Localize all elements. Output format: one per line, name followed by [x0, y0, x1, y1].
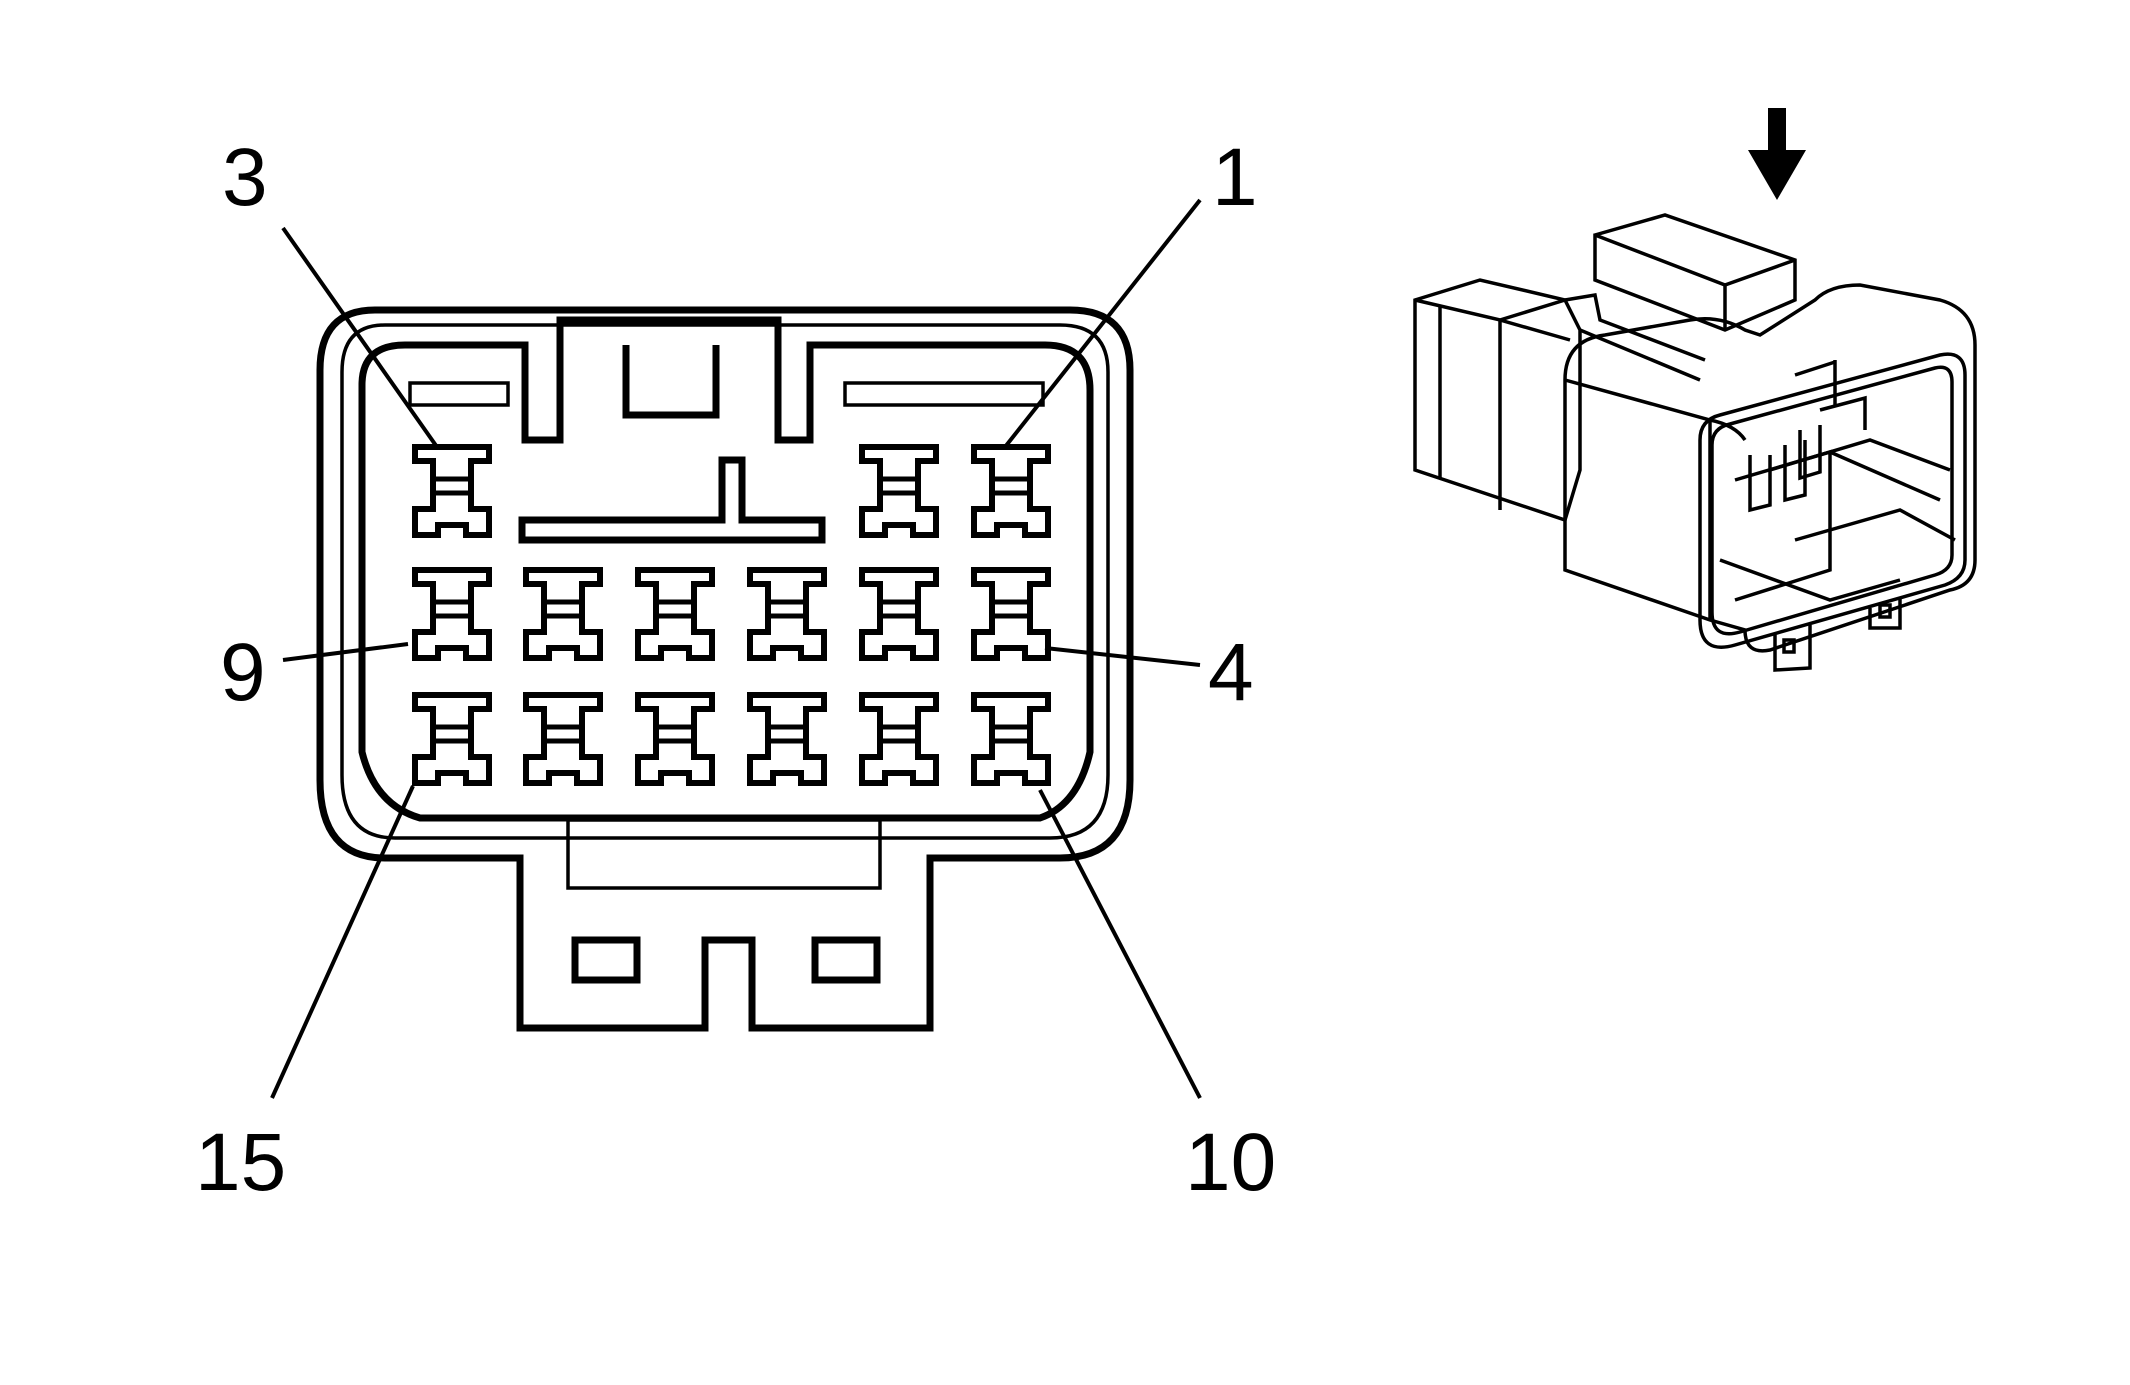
- left-latch-slot: [408, 381, 510, 407]
- pin-label-3: 3: [222, 132, 268, 223]
- lower-tab-recess: [566, 818, 882, 890]
- terminal-pin-15: [412, 692, 492, 786]
- terminal-pin-4: [971, 567, 1051, 661]
- pin-label-9: 9: [220, 627, 266, 718]
- terminal-pin-10: [971, 692, 1051, 786]
- leader-pin-10: [1038, 789, 1202, 1099]
- terminal-pin-1: [971, 444, 1051, 538]
- lower-tab-hole-left: [571, 936, 641, 984]
- terminal-pin-12: [747, 692, 827, 786]
- terminal-pin-2: [859, 444, 939, 538]
- front-face-opening: [1698, 352, 1967, 649]
- connector-inner-rim: [340, 323, 1110, 840]
- terminal-grid: [412, 444, 1051, 786]
- terminal-pin-6: [747, 567, 827, 661]
- pin-label-4: 4: [1208, 627, 1254, 718]
- leader-pin-1: [1003, 198, 1202, 449]
- center-key-tab: [622, 345, 720, 419]
- right-latch-slot: [843, 381, 1045, 407]
- terminal-pin-14: [523, 692, 603, 786]
- bottom-lug-right: [1868, 598, 1902, 630]
- front-shell: [1563, 283, 1977, 653]
- bottom-lug-left: [1773, 625, 1812, 672]
- connector-housing-outline: [316, 306, 1134, 1032]
- terminal-pin-11: [859, 692, 939, 786]
- upper-row-divider: [518, 456, 826, 544]
- rear-housing: [1413, 278, 1582, 523]
- top-rail: [1593, 213, 1797, 332]
- pin-label-1: 1: [1212, 132, 1258, 223]
- connector-front-view: 3 1 9 4 15 10: [195, 132, 1276, 1208]
- connector-isometric-view: [1413, 108, 1977, 672]
- leader-pin-3: [281, 226, 439, 449]
- leader-pin-9: [282, 642, 409, 662]
- pin-label-10: 10: [1185, 1117, 1276, 1208]
- leader-pin-4: [1044, 646, 1201, 667]
- terminal-pin-3: [412, 444, 492, 538]
- leader-pin-15: [270, 785, 415, 1099]
- terminal-pin-9: [412, 567, 492, 661]
- terminal-pin-7: [635, 567, 715, 661]
- connector-cavity-wall: [358, 316, 1094, 822]
- terminal-pin-5: [859, 567, 939, 661]
- pin-label-15: 15: [195, 1117, 286, 1208]
- terminal-pin-8: [523, 567, 603, 661]
- terminal-pin-13: [635, 692, 715, 786]
- lower-tab-hole-right: [811, 936, 881, 984]
- view-direction-arrow-icon: [1748, 108, 1806, 200]
